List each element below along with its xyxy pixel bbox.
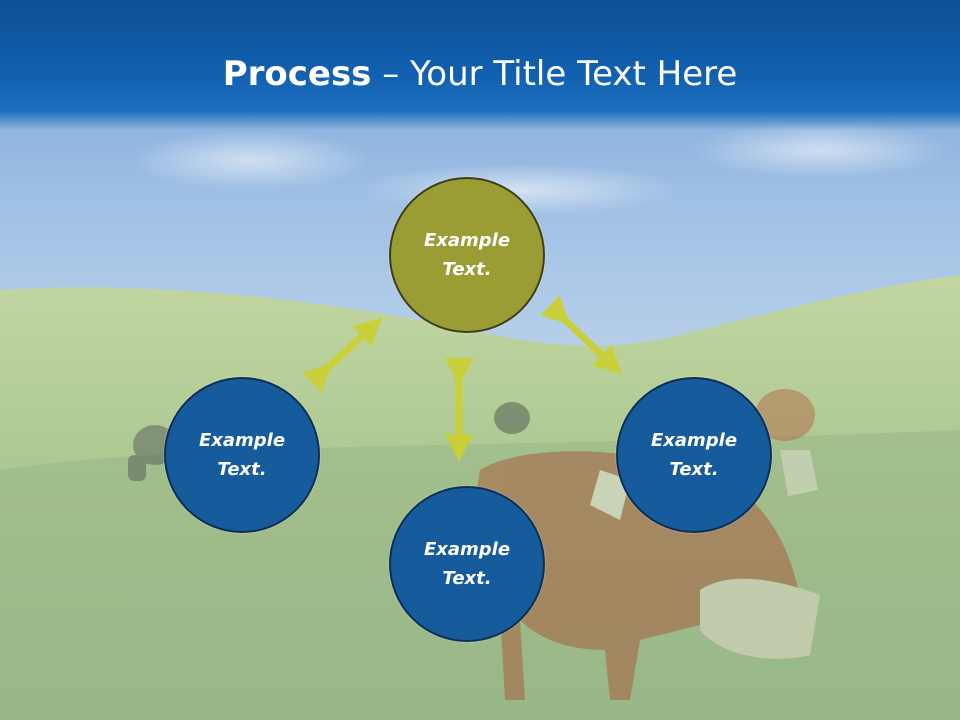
header-band	[0, 0, 960, 130]
process-node-right: Example Text.	[616, 377, 772, 533]
double-arrow-icon	[302, 317, 383, 393]
node-label: Example Text.	[198, 430, 286, 480]
process-node-left: Example Text.	[164, 377, 320, 533]
title-bold: Process	[222, 54, 372, 94]
slide-title: Process – Your Title Text Here	[0, 52, 960, 96]
double-arrow-icon	[540, 295, 623, 375]
node-label: Example Text.	[423, 539, 511, 589]
title-rest: – Your Title Text Here	[371, 54, 738, 94]
node-label: Example Text.	[423, 230, 511, 280]
node-label: Example Text.	[650, 430, 738, 480]
process-node-top: Example Text.	[389, 177, 545, 333]
process-node-bottom: Example Text.	[389, 486, 545, 642]
